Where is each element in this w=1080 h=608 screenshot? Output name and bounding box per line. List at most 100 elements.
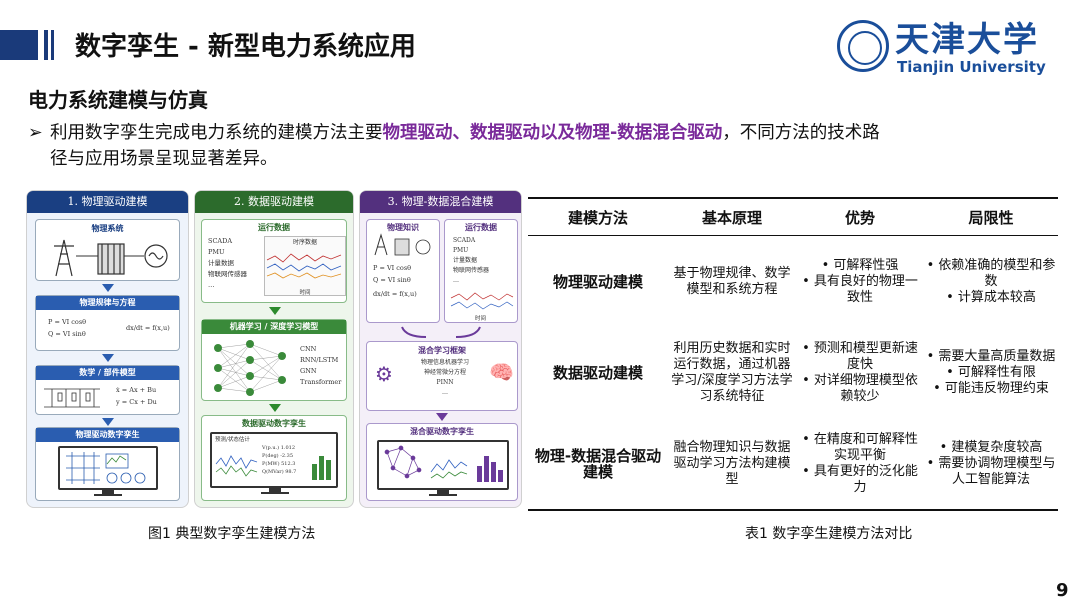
prediction-chart-icon <box>215 455 258 477</box>
table-caption: 表1 数字孪生建模方法对比 <box>745 526 913 542</box>
circuit-diagram-icon <box>44 388 100 408</box>
data-source-item: SCADA <box>453 237 476 244</box>
data-source-item: 物联网传感器 <box>208 270 247 278</box>
down-arrow-icon <box>269 307 281 315</box>
table-header-cell: 优势 <box>796 197 924 236</box>
table-row: 物理-数据混合驱动建模 融合物理知识与数据驱动学习方法构建模型 • 在精度和可解… <box>528 418 1058 511</box>
physics-equations-box: 物理规律与方程 P = VI cosθ Q = VI sinθ dx/dt = … <box>35 295 180 351</box>
table-header-cell: 局限性 <box>924 197 1058 236</box>
bullet-highlight: 物理驱动、数据驱动以及物理-数据混合驱动 <box>382 123 723 143</box>
box-title: 数学 / 部件模型 <box>36 366 179 380</box>
figure-caption: 图1 典型数字孪生建模方法 <box>148 526 316 542</box>
figure-panel-hybrid: 3. 物理-数据混合建模 物理知识 P = VI cosθ Q = VI sin… <box>359 190 522 508</box>
limitations-cell: • 建模复杂度较高 • 需要协调物理模型与人工智能算法 <box>924 418 1058 511</box>
chart-axis-label: 时间 <box>475 316 487 322</box>
box-title: 混合学习框架 <box>418 346 466 355</box>
university-name-en: Tianjin University <box>897 58 1046 76</box>
chart-axis-label: 时间 <box>299 290 311 296</box>
reading-item: P(deg) -2.35 <box>262 453 294 459</box>
limitation-item: • 可能违反物理约束 <box>933 380 1049 396</box>
university-seal-logo <box>837 20 889 72</box>
box-title: 物理系统 <box>91 224 124 233</box>
section-title: 电力系统建模与仿真 <box>28 88 208 112</box>
title-bar-stripe <box>44 30 48 60</box>
monitor-stand <box>102 490 114 494</box>
neural-network-icon <box>214 340 286 396</box>
equation: dx/dt = f(x,u) <box>126 324 170 332</box>
method-cell: 物理驱动建模 <box>552 272 643 291</box>
timeseries-lines <box>450 292 514 310</box>
bar-chart-icon <box>312 456 331 480</box>
figure-panel-data: 2. 数据驱动建模 运行数据 SCADA PMU 计量数据 物联网传感器 … 时… <box>194 190 354 508</box>
gear-icon: ⚙ <box>375 362 393 386</box>
limitation-item: • 依赖准确的模型和参数 <box>926 257 1056 289</box>
transformer-icon <box>97 243 125 275</box>
framework-method-list: 物理信息机器学习 神经常微分方程 PINN … <box>405 358 485 398</box>
monitor-base <box>429 494 457 496</box>
monitor-icon <box>377 440 509 490</box>
advantage-item: • 可解释性强 <box>821 257 899 273</box>
table-header-cell: 基本原理 <box>668 197 796 236</box>
monitor-icon: 预测/状态估计 V(p.u.) 1.012 P(deg) -2.35 P(MW)… <box>210 432 338 488</box>
physics-twin-box: 物理驱动数字孪生 <box>35 427 180 501</box>
framework-method-item: 神经常微分方程 <box>423 369 466 376</box>
box-title: 运行数据 <box>465 223 497 232</box>
equation: ẋ = Ax + Bu <box>116 386 157 394</box>
principle-cell: 基于物理规律、数学模型和系统方程 <box>673 265 791 297</box>
ml-model-box: 机器学习 / 深度学习模型 CNN RNN/LSTM GNN Transform… <box>201 319 347 401</box>
title-bar-stripe <box>51 30 54 60</box>
limitation-item: • 建模复杂度较高 <box>939 439 1043 455</box>
hybrid-twin-box: 混合驱动数字孪生 <box>366 423 518 501</box>
hybrid-operation-data-box: 运行数据 SCADA PMU 计量数据 物联网传感器 … 时间 <box>444 219 518 323</box>
box-title: 物理知识 <box>387 223 419 232</box>
panel-header: 3. 物理-数据混合建模 <box>360 191 521 213</box>
physical-system-illustration <box>374 233 431 256</box>
advantages-cell: • 可解释性强 • 具有良好的物理一致性 <box>796 236 924 328</box>
box-title: 物理驱动数字孪生 <box>36 428 179 442</box>
hybrid-framework-box: 混合学习框架 ⚙ 🧠 物理信息机器学习 神经常微分方程 PINN … <box>366 341 518 411</box>
down-arrow-icon <box>102 418 114 426</box>
physics-knowledge-box: 物理知识 P = VI cosθ Q = VI sinθ dx/dt = f(x… <box>366 219 440 323</box>
bullet-suffix: ，不同方法的技术路 <box>722 123 880 143</box>
monitor-base <box>261 492 289 494</box>
down-arrow-icon <box>102 284 114 292</box>
advantage-item: • 具有更好的泛化能力 <box>802 463 918 495</box>
figure-panel-physics: 1. 物理驱动建模 物理系统 物理规律与方程 P = VI cosθ Q = V… <box>26 190 189 508</box>
equation: dx/dt = f(x,u) <box>373 290 417 298</box>
data-source-item: PMU <box>453 247 469 254</box>
reading-item: V(p.u.) 1.012 <box>262 445 296 451</box>
math-model-box: 数学 / 部件模型 ẋ = Ax + Bu y = Cx + Du <box>35 365 180 415</box>
box-title: 混合驱动数字孪生 <box>410 427 474 436</box>
timeseries-lines <box>266 253 342 279</box>
data-twin-box: 数据驱动数字孪生 预测/状态估计 V(p.u.) 1.012 P(deg) -2… <box>201 415 347 501</box>
table-header-cell: 建模方法 <box>528 197 668 236</box>
data-source-list: SCADA PMU 计量数据 物联网传感器 … <box>453 236 489 286</box>
data-source-list: SCADA PMU 计量数据 物联网传感器 … <box>208 236 247 291</box>
model-list: CNN RNN/LSTM GNN Transformer <box>300 344 341 388</box>
advantage-item: • 在精度和可解释性实现平衡 <box>802 431 918 463</box>
merge-arrows-icon <box>401 326 481 338</box>
data-source-item: SCADA <box>208 237 233 245</box>
physical-system-illustration <box>54 239 168 277</box>
bullet-prefix: 利用数字孪生完成电力系统的建模方法主要 <box>50 123 383 143</box>
data-source-item: … <box>453 277 459 284</box>
principle-cell: 利用历史数据和实时运行数据，通过机器学习/深度学习方法学习系统特征 <box>671 340 793 404</box>
framework-method-item: PINN <box>436 379 454 386</box>
arrow-bullet-icon: ➢ <box>28 123 43 143</box>
monitor-stand <box>269 488 281 492</box>
advantage-item: • 具有良好的物理一致性 <box>802 273 918 305</box>
equation: P = VI cosθ <box>373 264 412 272</box>
physical-system-box: 物理系统 <box>35 219 180 281</box>
limitation-item: • 需要协调物理模型与人工智能算法 <box>926 455 1056 487</box>
principle-cell: 融合物理知识与数据驱动学习方法构建模型 <box>668 418 796 511</box>
advantage-item: • 预测和模型更新速度快 <box>802 340 918 372</box>
table-row: 物理驱动建模 基于物理规律、数学模型和系统方程 • 可解释性强 • 具有良好的物… <box>528 236 1058 328</box>
method-cell: 数据驱动建模 <box>552 363 643 382</box>
page-number: 9 <box>1056 580 1069 601</box>
limitation-item: • 计算成本较高 <box>946 289 1036 305</box>
model-item: Transformer <box>300 378 342 386</box>
bullet-paragraph: ➢ 利用数字孪生完成电力系统的建模方法主要物理驱动、数据驱动以及物理-数据混合驱动… <box>28 120 1048 172</box>
equation: P = VI cosθ <box>48 318 87 326</box>
advantages-cell: • 在精度和可解释性实现平衡 • 具有更好的泛化能力 <box>796 418 924 511</box>
box-title: 机器学习 / 深度学习模型 <box>202 320 346 334</box>
